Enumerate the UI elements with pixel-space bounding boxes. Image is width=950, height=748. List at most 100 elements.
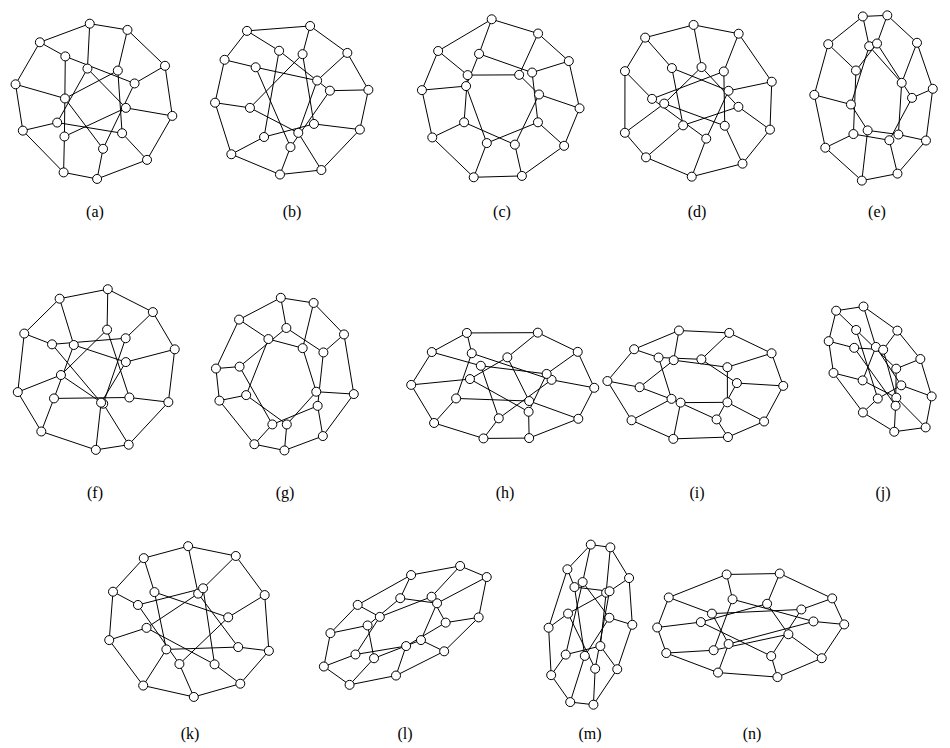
graph-edge <box>215 103 231 155</box>
graph-vertex <box>892 393 901 402</box>
graph-edge <box>437 577 487 603</box>
graph-edge <box>466 86 487 143</box>
graph-edge <box>265 595 269 651</box>
graph-vertex <box>260 591 269 600</box>
graph-vertex <box>339 330 348 339</box>
graph-edge <box>856 330 896 369</box>
graph-vertex <box>434 46 443 55</box>
graph-edge <box>568 593 606 614</box>
graph-vertex <box>234 643 243 652</box>
graph-edge <box>23 131 64 173</box>
graph-vertex <box>199 584 208 593</box>
graph-vertex <box>824 40 833 49</box>
graph-edge <box>692 164 743 177</box>
graph-edge <box>168 349 174 402</box>
graph-vertex <box>676 398 685 407</box>
graph-vertex <box>767 77 776 86</box>
graph-edge <box>468 74 520 75</box>
graph-vertex <box>235 362 244 371</box>
graph-vertex <box>268 420 277 429</box>
graph-vertex <box>13 388 22 397</box>
graph-vertex <box>370 654 379 663</box>
graph-vertex <box>630 345 639 354</box>
graph-edge <box>179 617 228 664</box>
graph-edge <box>539 94 579 108</box>
graph-edge <box>724 34 739 72</box>
graph-edge <box>673 403 680 439</box>
graph-edge <box>60 289 108 298</box>
graph-vertex <box>49 394 58 403</box>
graph-vertex <box>824 337 833 346</box>
graph-vertex <box>725 328 734 337</box>
graph-edge <box>422 51 438 90</box>
panel-label: (l) <box>397 726 412 742</box>
panel-label: (n) <box>743 726 762 742</box>
graph-edge <box>63 136 65 172</box>
graph-edge <box>538 34 569 62</box>
graph-edge <box>681 402 728 403</box>
graph-vertex <box>570 583 579 592</box>
graph-vertex <box>851 66 860 75</box>
graph-edge <box>814 95 851 105</box>
graph-edge <box>113 558 144 592</box>
graph-vertex <box>533 328 542 337</box>
graph-edge <box>617 625 632 669</box>
graph-edge <box>422 86 466 90</box>
graph-vertex <box>662 649 671 658</box>
graph-vertex <box>416 636 425 645</box>
graph-edge <box>672 68 683 125</box>
graph-edge <box>822 624 844 658</box>
graph-vertex <box>427 592 436 601</box>
graph-vertex <box>840 620 849 629</box>
graph-vertex <box>428 133 437 142</box>
graph-vertex <box>664 593 673 602</box>
graph-edge <box>290 91 329 147</box>
graph-vertex <box>620 67 629 76</box>
graph-edge <box>358 575 411 605</box>
graph-vertex <box>294 128 303 137</box>
graph-edge <box>118 30 128 71</box>
graph-edge <box>109 640 143 685</box>
graph-edge <box>318 352 324 405</box>
graph-vertex <box>215 396 224 405</box>
graph-vertex <box>440 647 449 656</box>
panel-label: (g) <box>276 485 295 501</box>
graph-vertex <box>235 315 244 324</box>
graph-edge <box>624 71 625 133</box>
graph-vertex <box>564 609 573 618</box>
graph-vertex <box>298 50 307 59</box>
graph-edge <box>679 331 729 333</box>
graph-vertex <box>720 121 729 130</box>
graph-edge <box>355 646 406 654</box>
graph-edge <box>432 122 464 137</box>
graph-drawing <box>13 285 179 455</box>
graph-edge <box>219 401 254 445</box>
graph-vertex <box>821 143 830 152</box>
graph-edge <box>863 412 894 431</box>
graph-vertex <box>60 94 69 103</box>
graph-edge <box>729 333 771 353</box>
graph-vertex <box>517 171 526 180</box>
graph-vertex <box>494 414 503 423</box>
graph-vertex <box>674 326 683 335</box>
graph-vertex <box>728 595 737 604</box>
graph-edge <box>898 83 901 135</box>
graph-vertex <box>858 376 867 385</box>
panel-label: (i) <box>689 485 704 501</box>
graph-vertex <box>625 574 634 583</box>
graph-edge <box>236 556 265 595</box>
graph-vertex <box>679 121 688 130</box>
graph-edge <box>215 103 250 108</box>
graph-edge <box>240 328 287 367</box>
graph-vertex <box>56 371 65 380</box>
graph-edge <box>479 577 487 617</box>
graph-edge <box>280 170 321 175</box>
graph-vertex <box>118 129 127 138</box>
panel-label: (k) <box>181 726 200 742</box>
graph-vertex <box>660 99 669 108</box>
graph-edge <box>683 107 738 126</box>
graph-vertex <box>35 38 44 47</box>
graph-vertex <box>893 169 902 178</box>
graph-edge <box>896 398 925 428</box>
